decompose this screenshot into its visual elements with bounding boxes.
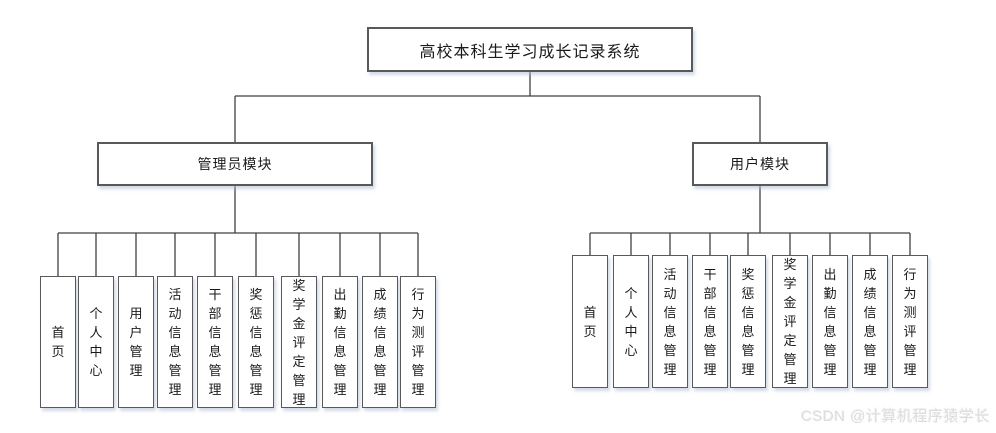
- admin-module-label: 管理员模块: [197, 158, 273, 173]
- leaf-node: 奖学金评定管理: [772, 255, 808, 388]
- leaf-node: 个人中心: [613, 255, 649, 388]
- leaf-node: 奖学金评定管理: [281, 276, 317, 408]
- leaf-node-label: 奖惩信息管理: [249, 287, 263, 397]
- leaf-node: 出勤信息管理: [322, 276, 358, 408]
- leaf-node: 首页: [572, 255, 608, 388]
- leaf-node-label: 干部信息管理: [208, 287, 222, 397]
- leaf-node-label: 个人中心: [624, 285, 638, 358]
- leaf-node-label: 奖学金评定管理: [292, 277, 306, 407]
- leaf-node: 干部信息管理: [197, 276, 233, 408]
- root-node: 高校本科生学习成长记录系统: [367, 27, 693, 72]
- leaf-node-label: 成绩信息管理: [373, 287, 387, 397]
- leaf-node: 行为测评管理: [892, 255, 928, 388]
- leaf-node: 出勤信息管理: [812, 255, 848, 388]
- user-module-node: 用户模块: [692, 142, 828, 186]
- leaf-node-label: 干部信息管理: [703, 266, 717, 377]
- leaf-node-label: 行为测评管理: [903, 266, 917, 377]
- leaf-node-label: 用户管理: [129, 306, 143, 378]
- leaf-node: 个人中心: [78, 276, 114, 408]
- leaf-node-label: 成绩信息管理: [863, 266, 877, 377]
- leaf-node: 成绩信息管理: [852, 255, 888, 388]
- leaf-node: 活动信息管理: [652, 255, 688, 388]
- leaf-node-label: 奖惩信息管理: [741, 266, 755, 377]
- leaf-node: 成绩信息管理: [362, 276, 398, 408]
- leaf-node-label: 首页: [51, 325, 65, 359]
- leaf-node: 首页: [40, 276, 76, 408]
- leaf-node-label: 活动信息管理: [168, 287, 182, 397]
- leaf-node-label: 出勤信息管理: [823, 266, 837, 377]
- root-node-label: 高校本科生学习成长记录系统: [419, 43, 641, 61]
- leaf-node-label: 奖学金评定管理: [783, 257, 797, 386]
- leaf-node: 用户管理: [118, 276, 154, 408]
- leaf-node: 奖惩信息管理: [730, 255, 766, 388]
- leaf-node: 活动信息管理: [157, 276, 193, 408]
- leaf-node-label: 活动信息管理: [663, 266, 677, 377]
- leaf-node: 行为测评管理: [400, 276, 436, 408]
- watermark-text: CSDN @计算机程序猿学长: [801, 408, 990, 425]
- leaf-node-label: 个人中心: [89, 306, 103, 378]
- leaf-node-label: 首页: [583, 304, 597, 339]
- admin-module-node: 管理员模块: [97, 142, 373, 186]
- leaf-node: 奖惩信息管理: [238, 276, 274, 408]
- leaf-node-label: 出勤信息管理: [333, 287, 347, 397]
- user-module-label: 用户模块: [730, 158, 790, 173]
- leaf-node-label: 行为测评管理: [411, 287, 425, 397]
- leaf-node: 干部信息管理: [692, 255, 728, 388]
